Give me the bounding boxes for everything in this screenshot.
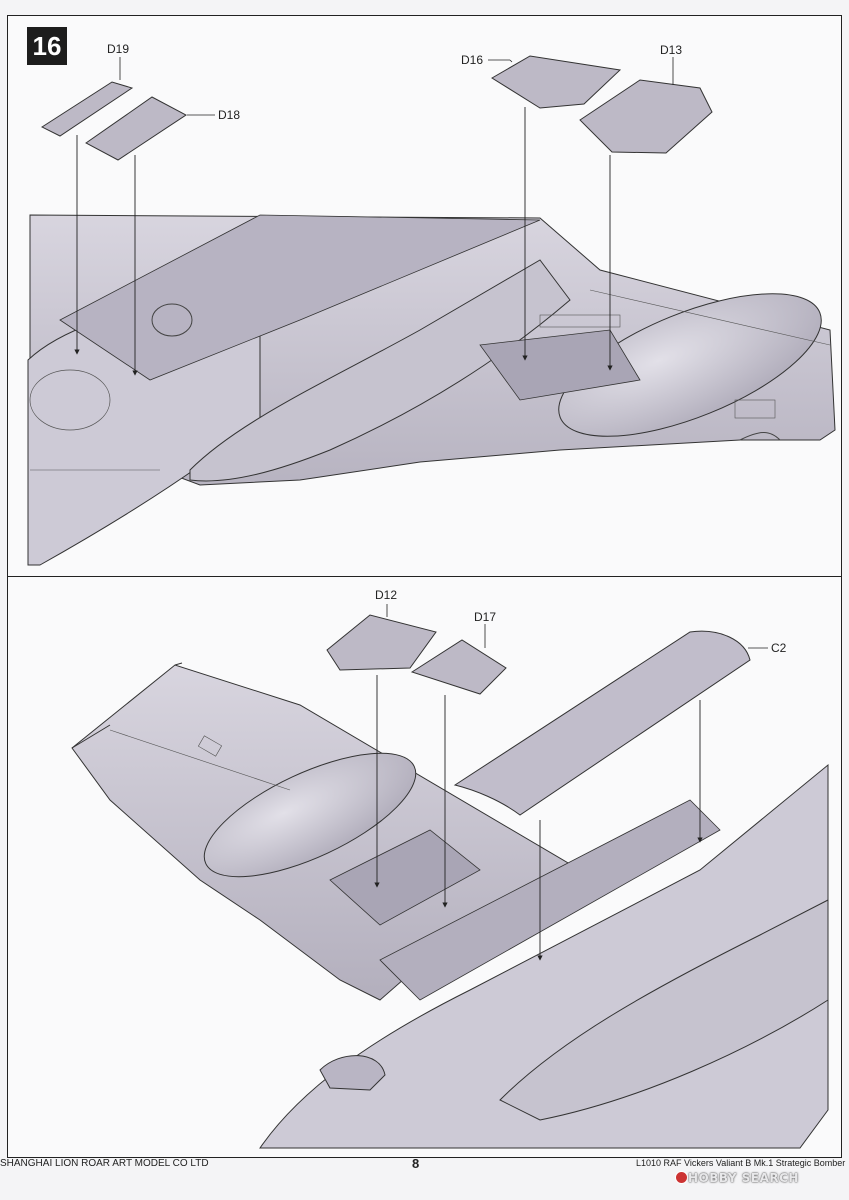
label-d12: D12 (375, 588, 398, 602)
label-d13: D13 (660, 43, 683, 57)
page-number: 8 (412, 1156, 420, 1171)
step-number-badge: 16 (27, 27, 67, 65)
part-d12 (326, 614, 437, 671)
part-d18 (85, 96, 187, 161)
part-d17 (410, 639, 507, 695)
label-d19: D19 (107, 42, 130, 56)
part-c2 (453, 630, 751, 816)
part-d13 (579, 79, 713, 154)
watermark-logo-icon (675, 1171, 688, 1184)
part-d16 (491, 55, 622, 109)
top-aircraft-view (27, 214, 836, 566)
watermark: HOBBY SEARCH (688, 1171, 799, 1185)
label-d17: D17 (474, 610, 497, 624)
label-d16: D16 (461, 53, 484, 67)
bottom-aircraft-view (71, 662, 829, 1149)
label-c2: C2 (771, 641, 787, 655)
footer-product: L1010 RAF Vickers Valiant B Mk.1 Strateg… (636, 1158, 846, 1168)
footer-company: SHANGHAI LION ROAR ART MODEL CO LTD (0, 1158, 209, 1169)
label-d18: D18 (218, 108, 241, 122)
part-d19 (40, 81, 134, 137)
